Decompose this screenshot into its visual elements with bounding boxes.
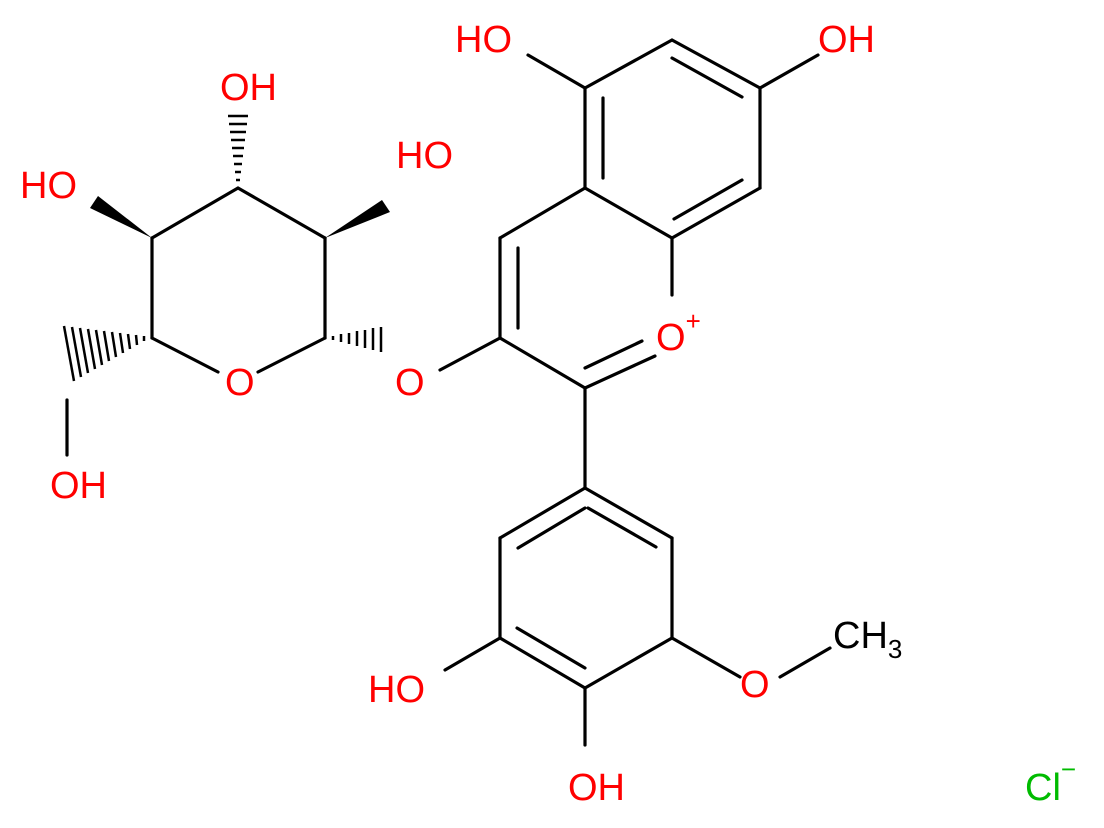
methoxy-oxygen-label: O: [740, 664, 770, 706]
methyl-subscript: 3: [888, 634, 902, 664]
methyl-label: CH3: [833, 615, 902, 664]
hash-c3-oh: [228, 114, 248, 182]
hydroxyl-sugar-top-label: OH: [220, 67, 277, 109]
hash-c5-ch2: [62, 325, 146, 382]
pyrylium-oxygen-label: O+: [656, 306, 701, 359]
pyrylium-oxygen-symbol: O: [656, 317, 686, 359]
hash-c1-o: [331, 327, 383, 352]
hydroxyl-4prime-label: OH: [568, 767, 625, 809]
hydroxyl-sugar-right-label: HO: [396, 135, 453, 177]
chloride-symbol: Cl: [1025, 767, 1061, 809]
chloride-label: Cl−: [1025, 754, 1076, 809]
chloride-charge: −: [1061, 754, 1076, 784]
hydroxyl-3prime-label: HO: [368, 669, 425, 711]
sugar-ring-oxygen-label: O: [225, 362, 255, 404]
glycosidic-oxygen-label: O: [395, 362, 425, 404]
hydroxyl-7-label: OH: [818, 19, 875, 61]
sugar-bonds: [62, 114, 390, 457]
pyrylium-charge: +: [686, 306, 701, 336]
chromenylium-bonds: [438, 38, 820, 390]
hydroxymethyl-oh-label: OH: [50, 465, 107, 507]
hydroxyl-5-label: HO: [455, 19, 512, 61]
atom-labels: HO OH OH HO HO O O O+ OH O CH3 HO OH Cl−: [20, 19, 1076, 809]
phenyl-bonds: [443, 386, 832, 747]
methyl-symbol: CH: [833, 615, 888, 657]
hydroxyl-sugar-left-label: HO: [20, 165, 77, 207]
